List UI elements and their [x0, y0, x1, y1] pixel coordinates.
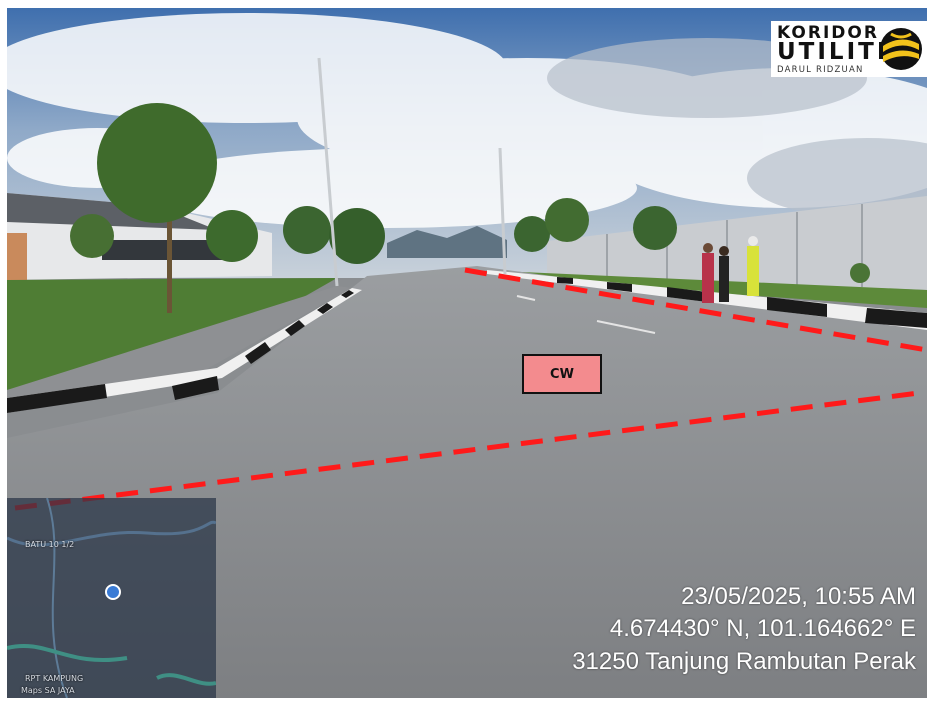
company-logo: KORIDOR UTILITI DARUL RIDZUAN [771, 21, 927, 77]
street-lamps [317, 57, 507, 287]
kerb-left [7, 288, 362, 413]
map-label-batu: BATU 10 1/2 [25, 540, 75, 549]
timestamp-text: 23/05/2025, 10:55 AM [681, 583, 916, 610]
logo-line-3: DARUL RIDZUAN [777, 65, 864, 75]
road-surface [7, 266, 927, 698]
map-label-rpt: RPT KAMPUNG [25, 674, 84, 683]
cw-boundary-lines [14, 267, 927, 511]
address-text: 31250 Tanjung Rambutan Perak [572, 648, 916, 675]
cw-line-bottom [14, 390, 920, 511]
location-minimap: BATU 10 1/2 RPT KAMPUNG Maps SA JAYA [7, 498, 216, 698]
photo-frame: BATU 10 1/2 RPT KAMPUNG Maps SA JAYA KOR… [7, 8, 927, 698]
location-pin-icon [105, 584, 121, 600]
logo-line-1: KORIDOR [777, 23, 879, 43]
map-label-maps: Maps SA JAYA [21, 686, 75, 695]
cw-label-box: CW [522, 354, 602, 394]
coordinates-text: 4.674430° N, 101.164662° E [609, 615, 916, 642]
grass-left [7, 278, 337, 390]
boundary-wall [547, 196, 927, 290]
trees [70, 103, 870, 313]
pedestrians [702, 236, 759, 303]
globe-emblem-icon [880, 28, 922, 70]
map-roads [7, 498, 216, 698]
lane-markings [516, 295, 656, 334]
logo-line-2: UTILITI [777, 39, 889, 65]
cw-line-top [464, 267, 927, 353]
